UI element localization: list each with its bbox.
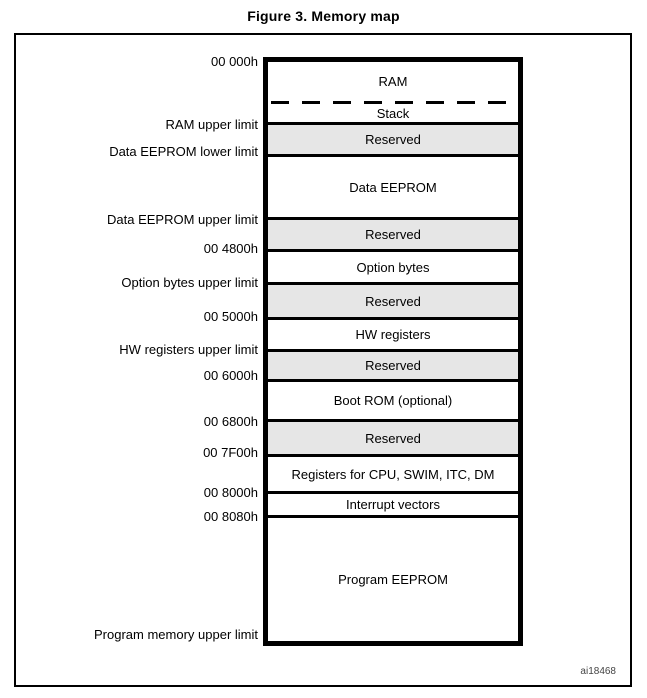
address-label: 00 6000h: [203, 368, 258, 383]
option-bytes-block: Option bytes: [268, 252, 518, 285]
reserved-1-label: Reserved: [365, 132, 421, 147]
reserved-4-block: Reserved: [268, 352, 518, 382]
address-label: Program memory upper limit: [94, 627, 258, 642]
address-label: Data EEPROM upper limit: [107, 212, 258, 227]
watermark-label: ai18468: [580, 666, 616, 677]
data-eeprom-label: Data EEPROM: [349, 179, 437, 195]
ram-stack-dashed-divider: [271, 101, 515, 104]
data-eeprom-block: Data EEPROM: [268, 157, 518, 220]
ram-label: RAM: [378, 74, 408, 89]
program-eeprom-block: Program EEPROM: [268, 518, 518, 641]
address-label: Option bytes upper limit: [121, 275, 258, 290]
cpu-swim-itc-dm-registers-label: Registers for CPU, SWIM, ITC, DM: [291, 466, 495, 482]
address-label: 00 000h: [211, 54, 258, 69]
address-label: 00 4800h: [203, 241, 258, 256]
program-eeprom-label: Program EEPROM: [338, 572, 448, 587]
figure-title: Figure 3. Memory map: [247, 8, 400, 24]
ram-stack-block: RAM Stack: [268, 62, 518, 125]
cpu-swim-itc-dm-registers-block: Registers for CPU, SWIM, ITC, DM: [268, 457, 518, 494]
reserved-3-block: Reserved: [268, 285, 518, 320]
reserved-5-block: Reserved: [268, 422, 518, 457]
address-label: 00 5000h: [203, 309, 258, 324]
interrupt-vectors-label: Interrupt vectors: [346, 497, 440, 512]
stack-label: Stack: [376, 105, 410, 121]
interrupt-vectors-block: Interrupt vectors: [268, 494, 518, 518]
reserved-1-block: Reserved: [268, 125, 518, 157]
address-label: 00 8000h: [203, 485, 258, 500]
address-label: 00 8080h: [203, 509, 258, 524]
reserved-5-label: Reserved: [365, 430, 421, 446]
address-label: HW registers upper limit: [119, 342, 258, 357]
address-label: RAM upper limit: [165, 117, 258, 132]
reserved-2-label: Reserved: [365, 227, 421, 242]
option-bytes-label: Option bytes: [356, 259, 430, 275]
address-label: 00 6800h: [203, 414, 258, 429]
reserved-2-block: Reserved: [268, 220, 518, 252]
hw-registers-block: HW registers: [268, 320, 518, 352]
reserved-3-label: Reserved: [365, 293, 421, 309]
address-label: Data EEPROM lower limit: [109, 144, 258, 159]
hw-registers-label: HW registers: [355, 327, 431, 342]
boot-rom-block: Boot ROM (optional): [268, 382, 518, 422]
address-label: 00 7F00h: [203, 445, 258, 460]
boot-rom-label: Boot ROM (optional): [333, 393, 453, 408]
reserved-4-label: Reserved: [365, 358, 421, 373]
